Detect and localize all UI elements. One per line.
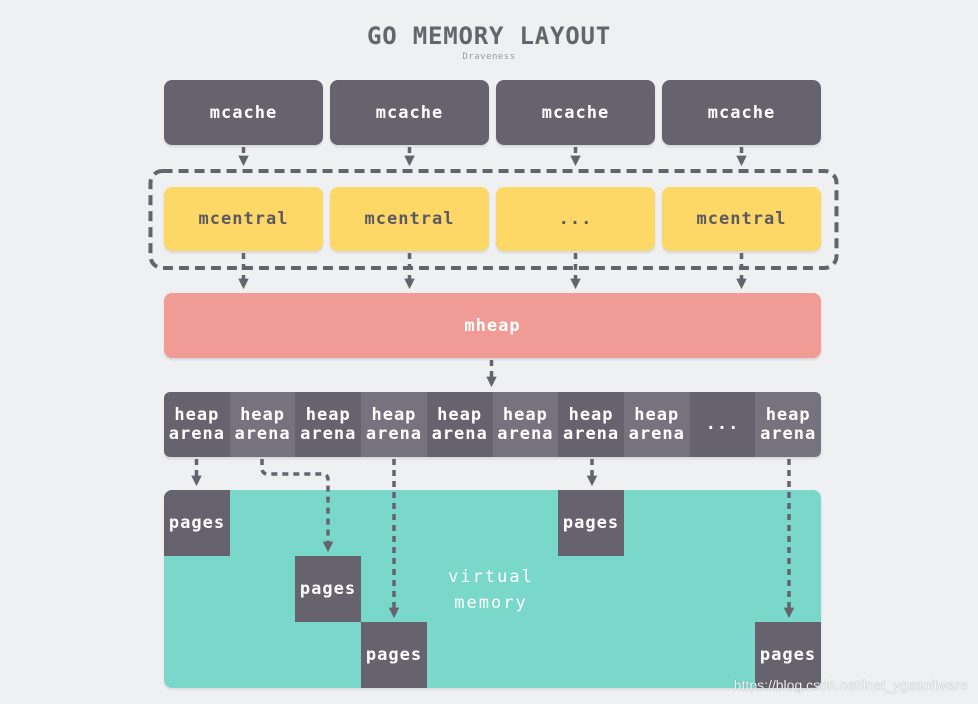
mcentral-box-1: mcentral [164, 187, 323, 251]
heap-arena-ellipsis: ... [689, 392, 756, 457]
heap-arena-7: heap arena [558, 392, 624, 457]
heap-arena-strip: heap arena heap arena heap arena heap ar… [164, 392, 821, 457]
watermark-url: https://blog.csdn.net/inet_ygssoftware [733, 677, 968, 693]
pages-block-2: pages [295, 556, 361, 622]
heap-arena-4: heap arena [361, 392, 427, 457]
heap-arena-label: heap arena [497, 404, 554, 444]
mcache-box-1: mcache [164, 80, 323, 145]
heap-arena-label: heap arena [562, 404, 620, 444]
diagram-subtitle: Draveness [462, 52, 516, 62]
heap-arena-label: heap arena [365, 404, 423, 444]
heap-arena-label: heap arena [300, 404, 357, 444]
pages-block-3: pages [361, 622, 427, 688]
heap-arena-label: heap arena [628, 404, 685, 444]
heap-arena-5: heap arena [426, 392, 493, 457]
heap-arena-label: heap arena [234, 404, 291, 444]
heap-arena-6: heap arena [492, 392, 559, 457]
heap-arena-2: heap arena [229, 392, 296, 457]
mcentral-box-4: mcentral [662, 187, 821, 251]
mheap-box: mheap [164, 293, 821, 358]
pages-block-4: pages [558, 490, 624, 556]
virtual-memory-region: virtual memory pages pages pages pages p… [164, 490, 821, 688]
diagram-title: GO MEMORY LAYOUT [367, 22, 611, 50]
virtual-memory-label: virtual memory [448, 567, 534, 613]
pages-block-5: pages [755, 622, 821, 688]
mcentral-box-2: mcentral [330, 187, 489, 251]
heap-arena-label: heap arena [760, 404, 817, 444]
heap-arena-label: heap arena [431, 404, 488, 444]
heap-arena-10: heap arena [755, 392, 821, 457]
mcache-box-3: mcache [496, 80, 655, 145]
heap-arena-8: heap arena [623, 392, 690, 457]
heap-arena-1: heap arena [164, 392, 230, 457]
mcentral-box-ellipsis: ... [496, 187, 655, 251]
heap-arena-label: ... [705, 414, 740, 434]
mcache-box-4: mcache [662, 80, 821, 145]
heap-arena-label: heap arena [168, 404, 225, 444]
mcache-box-2: mcache [330, 80, 489, 145]
pages-block-1: pages [164, 490, 230, 556]
heap-arena-3: heap arena [295, 392, 362, 457]
